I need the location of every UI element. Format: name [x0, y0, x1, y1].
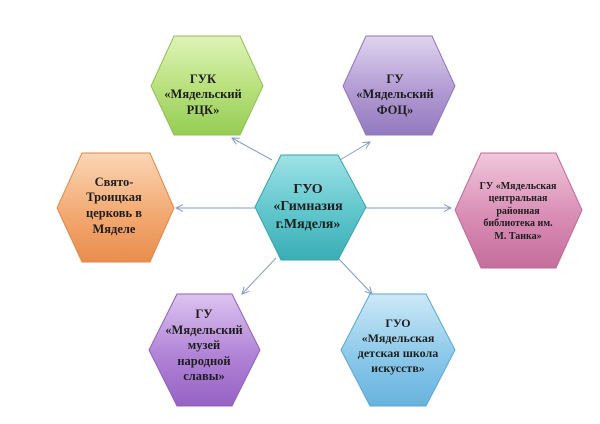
- node-art-school-label: ГУО «Мядельская детская школа искусств»: [357, 316, 439, 375]
- node-museum-label: ГУ «Мядельский музей народной славы»: [165, 306, 243, 384]
- arrow-to-art-school: [337, 257, 372, 294]
- hexagon-library: [454, 152, 583, 269]
- node-church-label: Свято- Троицкая церковь в Мяделе: [86, 174, 142, 236]
- hexagon-art-school: [340, 293, 456, 407]
- node-library-label: ГУ «Мядельская центральная районная библ…: [479, 180, 557, 242]
- hexagon-museum: [148, 293, 261, 407]
- node-center-label: ГУО «Гимназия г.Мяделя»: [273, 181, 343, 232]
- hexagon-center: [254, 154, 367, 261]
- node-gu-foc-label: ГУ «Мядельский ФОЦ»: [356, 71, 434, 117]
- hexagon-guk-rck: [150, 35, 264, 136]
- arrow-to-museum: [242, 257, 277, 294]
- hexagon-church: [56, 152, 175, 263]
- arrow-to-rck: [232, 138, 273, 161]
- hexagon-gu-foc: [342, 35, 456, 136]
- node-guk-rck-label: ГУК «Мядельский РЦК»: [164, 71, 242, 117]
- arrow-to-foc: [339, 142, 370, 161]
